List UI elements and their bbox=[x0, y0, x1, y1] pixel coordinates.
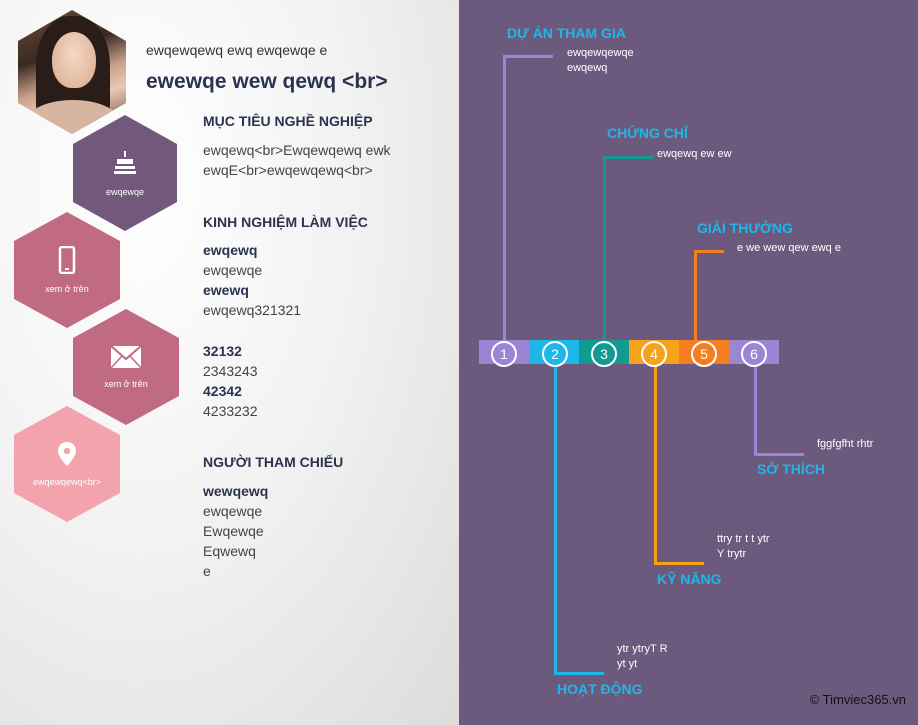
experience-company: ewewq bbox=[203, 282, 249, 298]
experience-detail: ewqewq321321 bbox=[203, 302, 302, 318]
address-hex: ewqewqewq<br> bbox=[14, 406, 120, 522]
phone-icon bbox=[58, 246, 76, 274]
phone-label: xem ở trên bbox=[45, 284, 89, 294]
experience-detail: 4233232 bbox=[203, 403, 258, 419]
email-hex: xem ở trên bbox=[73, 309, 179, 425]
timeline-text-line: yt yt bbox=[617, 658, 638, 670]
connector-1-top bbox=[503, 55, 553, 58]
objective-line: ewqewq<br>Ewqewqewq ewk bbox=[203, 142, 391, 158]
reference-line: e bbox=[203, 563, 211, 579]
copyright-text: © Timviec365.vn bbox=[809, 692, 906, 707]
avatar-face bbox=[52, 32, 96, 88]
connector-4-bottom bbox=[654, 562, 704, 565]
experience-title: KINH NGHIỆM LÀM VIỆC bbox=[203, 214, 368, 230]
email-label: xem ở trên bbox=[104, 379, 148, 389]
location-pin-icon bbox=[58, 442, 76, 466]
connector-6 bbox=[754, 363, 757, 456]
connector-3 bbox=[603, 156, 606, 341]
objective-line: ewqE<br>ewqewqewq<br> bbox=[203, 162, 373, 178]
timeline-text-line: ewqewq ew ew bbox=[657, 148, 732, 160]
timeline-title-awards: GIẢI THƯỞNG bbox=[697, 220, 793, 236]
experience-detail: 2343243 bbox=[203, 363, 258, 379]
objective-title: MỤC TIÊU NGHỀ NGHIỆP bbox=[203, 113, 373, 129]
experience-list: ewqewq ewqewqe ewewq ewqewq321321 bbox=[203, 240, 301, 320]
timeline-text-line: Y trytr bbox=[717, 548, 747, 560]
connector-2-bottom bbox=[554, 672, 604, 675]
timeline-text-skills: ttry tr t t ytr Y trytr bbox=[717, 532, 770, 562]
timeline-text-line: e we wew qew ewq e bbox=[737, 242, 841, 254]
timeline-text-line: ytr ytryT R bbox=[617, 643, 668, 655]
connector-4 bbox=[654, 363, 657, 565]
profile-name: ewewqe wew qewq <br> bbox=[146, 70, 388, 93]
envelope-icon bbox=[110, 345, 142, 369]
timeline-text-awards: e we wew qew ewq e bbox=[737, 241, 841, 256]
connector-5-top bbox=[694, 250, 724, 253]
timeline-marker-1: 1 bbox=[491, 341, 517, 367]
address-label: ewqewqewq<br> bbox=[32, 477, 102, 487]
reference-name: wewqewq bbox=[203, 483, 269, 499]
timeline-title-certificates: CHỨNG CHỈ bbox=[607, 125, 688, 141]
timeline-title-hobbies: SỞ THÍCH bbox=[757, 461, 825, 477]
timeline-marker-3: 3 bbox=[591, 341, 617, 367]
objective-text: ewqewq<br>Ewqewqewq ewk ewqE<br>ewqewqew… bbox=[203, 140, 391, 180]
timeline-text-line: ewqewq bbox=[567, 62, 608, 74]
experience-detail: ewqewqe bbox=[203, 262, 263, 278]
birthday-label: ewqewqe bbox=[105, 187, 145, 197]
connector-1 bbox=[503, 55, 506, 341]
connector-3-top bbox=[603, 156, 653, 159]
timeline-text-projects: ewqewqewqe ewqewq bbox=[567, 46, 634, 76]
references-title: NGƯỜI THAM CHIẾU bbox=[203, 454, 344, 470]
experience-list-2: 32132 2343243 42342 4233232 bbox=[203, 341, 258, 421]
profile-subtitle: ewqewqewq ewq ewqewqe e bbox=[146, 42, 328, 58]
references-list: wewqewq ewqewqe Ewqewqe Eqwewq e bbox=[203, 481, 268, 581]
connector-6-bottom bbox=[754, 453, 804, 456]
experience-company: ewqewq bbox=[203, 242, 258, 258]
timeline-marker-4: 4 bbox=[641, 341, 667, 367]
connector-5 bbox=[694, 250, 697, 341]
timeline-text-line: fggfgfht rhtr bbox=[817, 438, 874, 450]
timeline-text-hobbies: fggfgfht rhtr bbox=[817, 437, 873, 452]
timeline-marker-2: 2 bbox=[542, 341, 568, 367]
cake-icon bbox=[114, 151, 136, 174]
timeline-marker-5: 5 bbox=[691, 341, 717, 367]
timeline-text-line: ewqewqewqe bbox=[567, 47, 634, 59]
timeline-title-activities: HOẠT ĐỘNG bbox=[557, 681, 643, 697]
timeline-title-skills: KỸ NĂNG bbox=[657, 571, 722, 587]
timeline-text-line: ttry tr t t ytr bbox=[717, 533, 770, 545]
timeline-marker-6: 6 bbox=[741, 341, 767, 367]
connector-2 bbox=[554, 363, 557, 675]
timeline-title-projects: DỰ ÁN THAM GIA bbox=[507, 25, 626, 41]
reference-line: Eqwewq bbox=[203, 543, 256, 559]
timeline-text-certificates: ewqewq ew ew bbox=[657, 147, 732, 162]
reference-line: Ewqewqe bbox=[203, 523, 264, 539]
experience-company: 32132 bbox=[203, 343, 242, 359]
experience-company: 42342 bbox=[203, 383, 242, 399]
timeline-text-activities: ytr ytryT R yt yt bbox=[617, 642, 668, 672]
reference-line: ewqewqe bbox=[203, 503, 263, 519]
